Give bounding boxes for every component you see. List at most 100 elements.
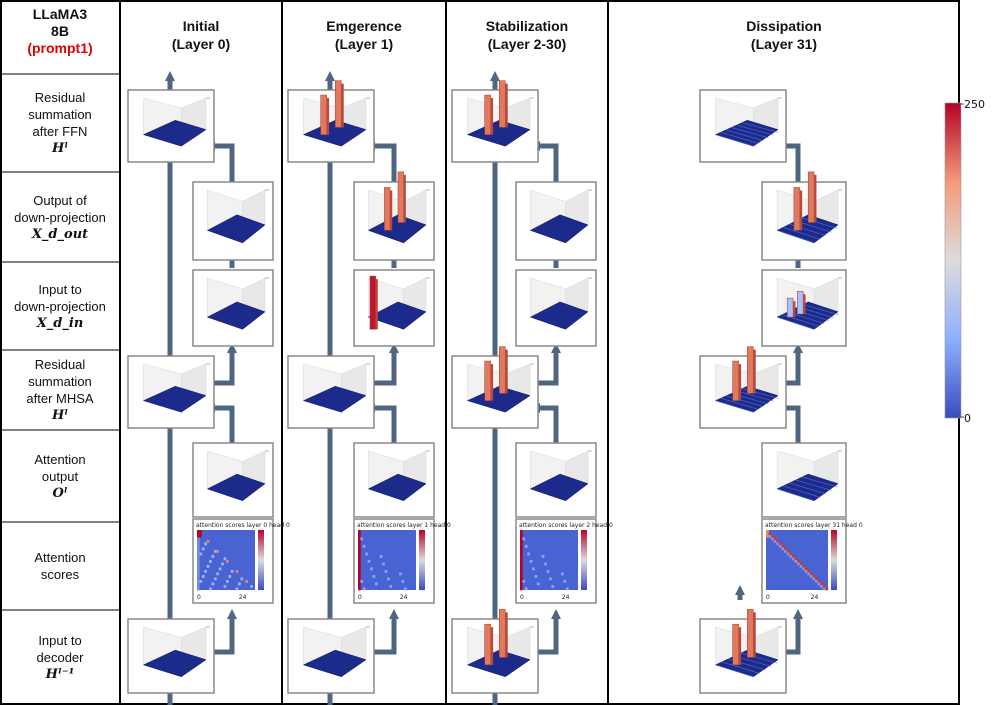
attention-title: attention scores layer 31 head 0 [765,522,863,529]
row-math-symbol: Oˡ [52,485,68,501]
colorbar [944,102,964,419]
surface-plot [353,442,435,518]
tick-label: 24 [562,594,570,601]
flow-arrow [205,141,235,182]
column-name: Initial [182,18,220,34]
column-layer: (Layer 1) [334,36,394,52]
attention-heatmap: attention scores layer 31 head 0 0 24 [761,518,863,604]
attention-title: attention scores layer 2 head 0 [519,522,613,529]
surface-plot [761,171,847,261]
row-label-4: Residual summation after MHSA Hˡ [0,350,120,430]
row-math-symbol: Hˡ [51,141,69,156]
row-label-line: down-projection [14,209,106,225]
row-label-line: after MHSA [26,391,94,406]
flow-arrow [210,343,237,386]
row-math-symbol: X_d_out [31,226,89,242]
tick-label: 0 [766,594,770,601]
column-layer: (Layer 2-30) [487,36,567,52]
attention-title: attention scores layer 1 head 0 [357,522,451,529]
row-math-symbol: Hˡ [51,408,69,423]
surface-plot [287,80,375,163]
row-math-symbol: X_d_in [36,315,84,331]
surface-plot [287,618,375,694]
tick-label: 0 [520,594,524,601]
flow-arrow [530,141,559,182]
row-label-line: down-projection [14,298,106,314]
surface-plot [699,89,787,163]
model-label: LLaMA3 8B (prompt1) [0,0,120,74]
surface-plot [287,355,375,429]
attention-title: attention scores layer 0 head 0 [196,522,290,529]
surface-plot [353,171,435,261]
surface-plot [515,269,597,347]
surface-plot [127,355,215,429]
tick-label: 24 [239,594,247,601]
column-title-4: Dissipation (Layer 31) [608,0,960,60]
row-label-6: Attention scores [0,522,120,610]
surface-plot [192,181,274,261]
column-title-1: Initial (Layer 0) [120,0,282,60]
row-label-1: Residual summation after FFN Hˡ [0,74,120,172]
surface-plot [192,269,274,347]
column-layer: (Layer 31) [750,36,818,52]
surface-plot [699,346,787,429]
colorbar-min-label: 0 [964,412,971,425]
row-label-line: Attention [34,451,86,467]
flow-arrow [530,403,559,447]
row-label-line: Output of [33,192,87,208]
attention-heatmap: attention scores layer 0 head 0 0 24 [192,518,290,604]
model-name: LLaMA3 [32,6,88,22]
row-label-line: output [41,468,79,484]
colorbar-max-label: 250 [964,98,985,111]
column-name: Stabilization [485,18,569,34]
row-label-line: Input to [38,633,82,648]
surface-plot [699,609,787,694]
row-label-line: Residual [34,357,86,372]
surface-plot [192,442,274,518]
tick-label: 24 [811,594,819,601]
surface-plot [761,269,847,347]
attention-heatmap: attention scores layer 2 head 0 0 24 [515,518,613,604]
column-name: Emgerence [326,18,402,34]
tick-label: 0 [358,594,362,601]
surface-plot [353,269,435,347]
row-label-line: after FFN [32,124,88,139]
row-label-line: Input to [38,281,82,297]
row-math-symbol: Hˡ⁻¹ [45,667,75,682]
tick-label: 0 [197,594,201,601]
surface-plot [761,442,847,518]
attention-heatmap: attention scores layer 1 head 0 0 24 [353,518,451,604]
row-label-line: decoder [36,650,84,665]
surface-plot [451,80,539,163]
column-title-2: Emgerence (Layer 1) [282,0,446,60]
flow-arrow [365,403,397,447]
colorbar-gradient [944,102,962,419]
row-label-line: Residual [34,90,86,105]
row-label-line: summation [28,374,92,389]
flow-arrow [205,403,235,447]
row-label-line: scores [40,567,80,582]
row-label-line: summation [28,107,92,122]
tick-label: 24 [400,594,408,601]
surface-plot [515,181,597,261]
surface-plot [451,609,539,694]
flow-arrow [535,343,561,386]
surface-plot [515,442,597,518]
row-label-line: Attention [34,550,86,565]
column-layer: (Layer 0) [171,36,231,52]
surface-plot [127,618,215,694]
surface-plot [127,89,215,163]
model-size: 8B [51,23,69,39]
column-title-3: Stabilization (Layer 2-30) [446,0,608,60]
flow-arrow [370,343,399,386]
column-name: Dissipation [746,18,822,34]
surface-plot [451,346,539,429]
prompt-label: (prompt1) [27,40,93,56]
